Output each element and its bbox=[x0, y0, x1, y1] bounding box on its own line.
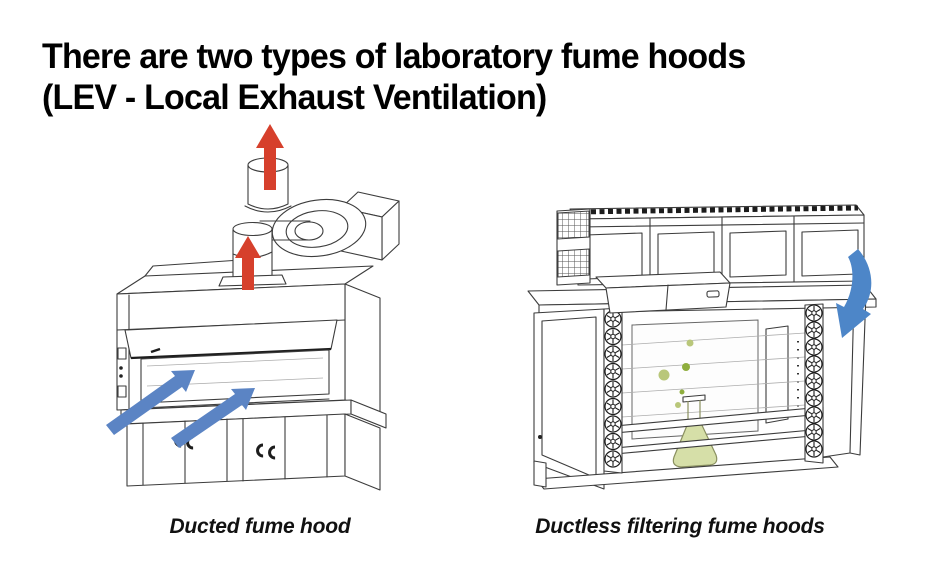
exhaust-up-arrow-icon bbox=[256, 124, 284, 190]
ductless-hood-caption: Ductless filtering fume hoods bbox=[535, 515, 825, 538]
title-line-1: There are two types of laboratory fume h… bbox=[42, 37, 746, 77]
filter-bank bbox=[556, 204, 865, 286]
ducted-hood-illustration bbox=[106, 124, 400, 491]
fume-dots bbox=[658, 339, 694, 408]
ducted-hood-caption: Ducted fume hood bbox=[169, 515, 351, 538]
control-panel bbox=[117, 347, 127, 398]
control-panel bbox=[595, 271, 731, 314]
ductless-hood-illustration bbox=[527, 204, 877, 490]
ductless-hood-figure bbox=[520, 195, 880, 510]
air-inflow-arrow-icon bbox=[171, 388, 255, 448]
page-title: There are two types of laboratory fume h… bbox=[42, 37, 746, 119]
door-handle-icon bbox=[268, 445, 276, 460]
cabinet-doors bbox=[126, 413, 381, 491]
hood-cabinet bbox=[116, 258, 387, 491]
ducted-hood-figure bbox=[95, 118, 405, 508]
air-inflow-arrow-icon bbox=[106, 370, 195, 435]
title-line-2: (LEV - Local Exhaust Ventilation) bbox=[42, 78, 547, 118]
door-handle-icon bbox=[256, 443, 264, 458]
fan-vent-column-left bbox=[603, 307, 623, 474]
exhaust-up-arrow-icon bbox=[235, 236, 261, 290]
panel-button bbox=[706, 290, 720, 298]
recirculation-down-arrow-icon bbox=[836, 249, 872, 338]
blower-unit bbox=[218, 157, 400, 287]
fan-vent-column-right bbox=[804, 303, 824, 464]
